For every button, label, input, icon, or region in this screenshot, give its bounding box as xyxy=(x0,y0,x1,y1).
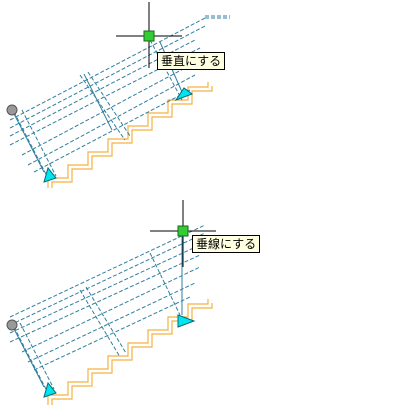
drawing-canvas-bottom[interactable] xyxy=(0,200,405,410)
stair-panel-bottom: 垂線にする xyxy=(0,200,405,410)
endpoint-marker[interactable] xyxy=(6,104,18,116)
railing-lines xyxy=(9,15,230,179)
tooltip-label: 垂直にする xyxy=(157,52,226,70)
flip-arrow-end[interactable] xyxy=(177,314,196,328)
flip-arrow-start[interactable] xyxy=(43,166,57,183)
stair-outline xyxy=(47,299,213,405)
grip-handle[interactable] xyxy=(177,225,189,237)
railing-lines xyxy=(9,224,206,394)
stair-panel-top: 垂直にする xyxy=(0,0,405,205)
flip-arrow-end[interactable] xyxy=(174,87,194,102)
support-lines xyxy=(11,229,183,388)
drawing-canvas-top[interactable] xyxy=(0,0,405,205)
endpoint-marker[interactable] xyxy=(6,319,18,331)
flip-arrow-start[interactable] xyxy=(43,381,57,398)
grip-handle[interactable] xyxy=(143,30,155,42)
tooltip-label: 垂線にする xyxy=(192,235,261,253)
